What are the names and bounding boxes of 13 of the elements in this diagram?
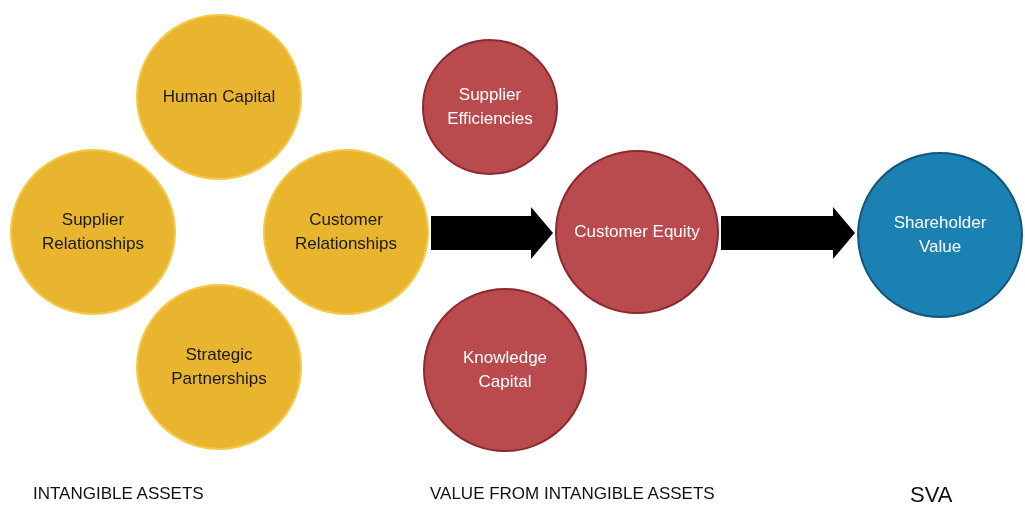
node-label: Supplier Efficiencies	[446, 84, 534, 130]
node-label: Customer Equity	[574, 221, 700, 243]
arrow	[431, 207, 553, 259]
node-label: Shareholder Value	[892, 212, 988, 258]
node-label: Human Capital	[162, 86, 276, 108]
node-label: Supplier Relationships	[40, 209, 146, 255]
arrow	[721, 207, 855, 259]
node-label: Strategic Partnerships	[170, 344, 268, 390]
section-caption: VALUE FROM INTANGIBLE ASSETS	[430, 484, 715, 504]
node-label: Customer Relationships	[293, 209, 399, 255]
section-caption: INTANGIBLE ASSETS	[33, 484, 204, 504]
node-label: Knowledge Capital	[461, 347, 549, 393]
section-caption: SVA	[910, 482, 953, 508]
